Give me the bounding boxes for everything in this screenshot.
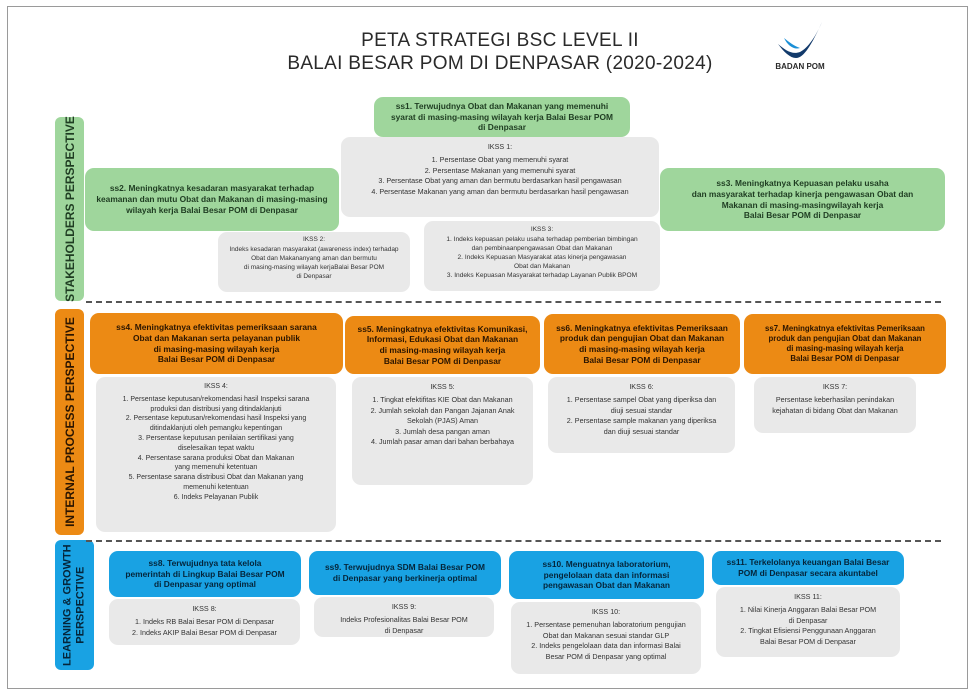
objective-ss11: ss11. Terkelolanya keuangan Balai Besar …	[712, 551, 904, 585]
objective-ss2: ss2. Meningkatnya kesadaran masyarakat t…	[85, 168, 339, 231]
learning-growth-perspective-band: LEARNING & GROWTH PERSPECTIVE	[55, 540, 94, 670]
stakeholders-perspective-label: STAKEHOLDERS PERSPECTIVE	[62, 116, 77, 302]
ikss7-body: Persentase keberhasilan penindakan kejah…	[772, 395, 898, 415]
ikss2-heading: IKSS 2:	[302, 236, 326, 243]
ikss3-heading: IKSS 3:	[530, 226, 554, 233]
ikss4-body: 1. Persentase keputusan/rekomendasi hasi…	[122, 395, 310, 501]
badan-pom-logo-text: BADAN POM	[775, 62, 825, 71]
map-frame	[7, 6, 968, 689]
indicator-ikss9: IKSS 9: Indeks Profesionalitas Balai Bes…	[314, 597, 494, 637]
learning-growth-perspective-label: LEARNING & GROWTH PERSPECTIVE	[61, 544, 87, 666]
internal-process-perspective-band: INTERNAL PROCESS PERSPECTIVE	[55, 309, 84, 535]
objective-ss6: ss6. Meningkatnya efektivitas Pemeriksaa…	[544, 314, 740, 374]
ikss6-body: 1. Persentase sampel Obat yang diperiksa…	[566, 395, 717, 436]
indicator-ikss2: IKSS 2: Indeks kesadaran masyarakat (awa…	[218, 232, 410, 292]
objective-ss1: ss1. Terwujudnya Obat dan Makanan yang m…	[374, 97, 630, 137]
ikss9-body: Indeks Profesionalitas Balai Besar POM d…	[340, 615, 468, 635]
perspective-divider-1	[86, 301, 941, 303]
ikss8-heading: IKSS 8:	[192, 604, 217, 613]
ikss8-body: 1. Indeks RB Balai Besar POM di Denpasar…	[132, 617, 277, 637]
indicator-ikss8: IKSS 8: 1. Indeks RB Balai Besar POM di …	[109, 599, 300, 645]
objective-ss8: ss8. Terwujudnya tata kelola pemerintah …	[109, 551, 301, 597]
indicator-ikss1: IKSS 1: 1. Persentase Obat yang memenuhi…	[341, 137, 659, 217]
indicator-ikss11: IKSS 11: 1. Nilai Kinerja Anggaran Balai…	[716, 587, 900, 657]
indicator-ikss3: IKSS 3: 1. Indeks kepuasan pelaku usaha …	[424, 221, 660, 291]
ikss6-heading: IKSS 6:	[629, 382, 654, 391]
ikss1-body: 1. Persentase Obat yang memenuhi syarat …	[371, 155, 629, 196]
ikss3-body: 1. Indeks kepuasan pelaku usaha terhadap…	[446, 236, 638, 280]
objective-ss9: ss9. Terwujudnya SDM Balai Besar POM di …	[309, 551, 501, 595]
ikss11-heading: IKSS 11:	[794, 592, 822, 601]
ikss1-heading: IKSS 1:	[487, 142, 513, 151]
indicator-ikss10: IKSS 10: 1. Persentase pemenuhan laborat…	[511, 602, 701, 674]
indicator-ikss5: IKSS 5: 1. Tingkat efektifitas KIE Obat …	[352, 377, 533, 485]
ikss9-heading: IKSS 9:	[391, 602, 417, 611]
ikss10-heading: IKSS 10:	[591, 607, 621, 616]
indicator-ikss4: IKSS 4: 1. Persentase keputusan/rekomend…	[96, 377, 336, 532]
ikss2-body: Indeks kesadaran masyarakat (awareness i…	[229, 245, 399, 280]
objective-ss10: ss10. Menguatnya laboratorium, pengelola…	[509, 551, 704, 599]
perspective-divider-2	[86, 540, 941, 542]
objective-ss7: ss7. Meningkatnya efektivitas Pemeriksaa…	[744, 314, 946, 374]
objective-ss5: ss5. Meningkatnya efektivitas Komunikasi…	[345, 316, 540, 374]
indicator-ikss7: IKSS 7: Persentase keberhasilan penindak…	[754, 377, 916, 433]
ikss10-body: 1. Persentase pemenuhan laboratorium pen…	[526, 620, 686, 661]
ikss5-body: 1. Tingkat efektifitas KIE Obat dan Maka…	[370, 395, 515, 447]
objective-ss4: ss4. Meningkatnya efektivitas pemeriksaa…	[90, 313, 343, 374]
ikss11-body: 1. Nilai Kinerja Anggaran Balai Besar PO…	[739, 605, 877, 646]
internal-process-perspective-label: INTERNAL PROCESS PERSPECTIVE	[62, 317, 77, 527]
ikss5-heading: IKSS 5:	[430, 382, 455, 391]
ikss7-heading: IKSS 7:	[822, 382, 848, 391]
objective-ss3: ss3. Meningkatnya Kepuasan pelaku usaha …	[660, 168, 945, 231]
ikss4-heading: IKSS 4:	[204, 383, 228, 390]
indicator-ikss6: IKSS 6: 1. Persentase sampel Obat yang d…	[548, 377, 735, 453]
badan-pom-logo-icon	[778, 22, 822, 58]
page-title: PETA STRATEGI BSC LEVEL II	[361, 30, 639, 51]
stakeholders-perspective-band: STAKEHOLDERS PERSPECTIVE	[55, 116, 84, 302]
page-subtitle: BALAI BESAR POM DI DENPASAR (2020-2024)	[287, 53, 713, 74]
